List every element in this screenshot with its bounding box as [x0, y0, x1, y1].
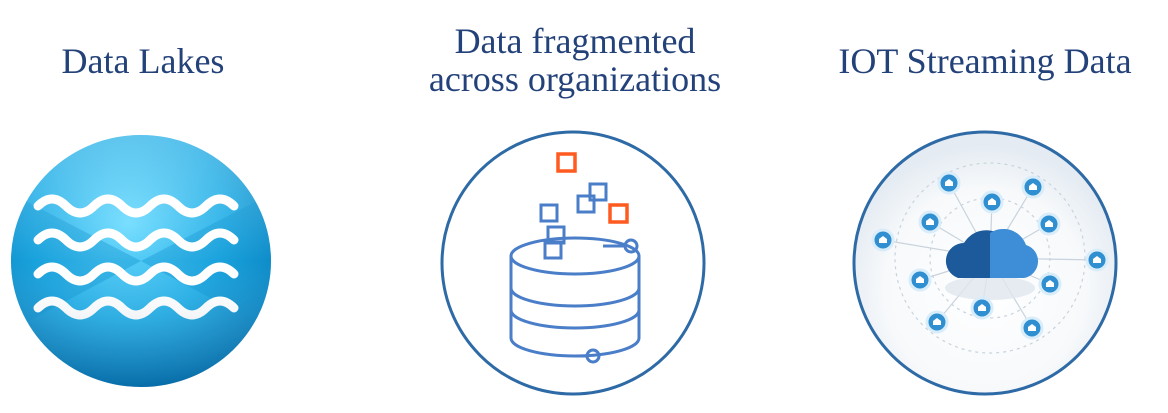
data-fragmented-title-line-1: Data fragmented: [454, 21, 696, 61]
lake-waves-icon: [8, 132, 274, 390]
data-lakes-title: Data Lakes: [61, 41, 225, 81]
iot-streaming-title: IOT Streaming Data: [838, 41, 1132, 81]
data-fragmented-title: Data fragmented across organizations: [400, 22, 750, 98]
database-fragments-icon: [438, 128, 708, 398]
iot-cloud-network-icon: [850, 128, 1120, 398]
data-fragmented-title-line-2: across organizations: [428, 59, 722, 99]
